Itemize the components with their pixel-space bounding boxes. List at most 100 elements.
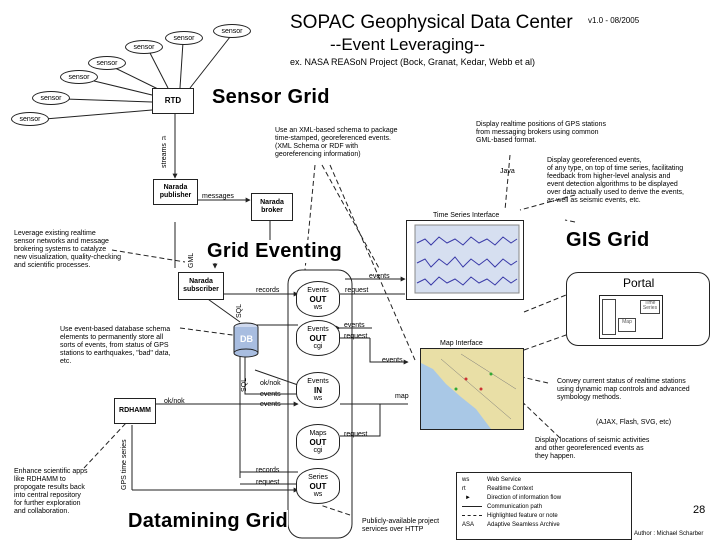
events-edge-label-4: events [344,322,365,329]
sensor-node: sensor [125,40,163,54]
sensor-node: sensor [165,31,203,45]
request-edge-label-2: request [344,333,368,340]
page-title: SOPAC Geophysical Data Center [290,12,573,33]
legend-line-icon [462,506,482,507]
rt-marker: rt [162,135,166,142]
note-line: etc. [60,358,72,365]
service-line2: OUT [309,294,327,304]
note-line: and scientific processes. [14,262,91,269]
page-number: 28 [693,504,706,516]
note-line: using dynamic map controls and advanced [557,386,690,393]
service-line1: Events [307,286,329,294]
note-line: elements to permanently store all [60,334,164,341]
records-edge-label-2: records [256,467,280,474]
sensor-node: sensor [11,112,49,126]
note-line: (XML Schema or RDF with [275,143,358,150]
note-line: feedback from higher-level analysis and [547,173,671,180]
service-line1: Maps [309,429,327,437]
ok-nok-edge-label: ok/nok [260,380,281,387]
note-line: as well as seismic events, etc. [547,197,641,204]
legend-text: Adaptive Seamless Archive [487,522,560,528]
leverage-note: Leverage existing realtime sensor networ… [14,230,121,270]
note-line: and other georeferenced events as [535,445,644,452]
db-label: DB [240,334,253,344]
service-line2: IN [314,385,322,395]
service-line2: OUT [309,481,327,491]
map-interface-title: Map Interface [440,340,483,347]
records-edge-label: records [256,287,280,294]
map-plot [421,349,523,429]
note-line: Display realtime positions of GPS statio… [476,121,606,128]
series-out-ws-service: Series OUT ws [296,468,340,504]
legend-key: ASA [462,522,475,528]
display-locations-note: Display locations of seismic activities … [535,437,649,461]
sql-edge-label: SQL [236,303,243,318]
note-line: over data actually used to derive the ev… [547,189,684,196]
note-line: services over HTTP [362,526,424,533]
note-line: Enhance scientific apps [14,468,88,475]
service-line3: ws [313,394,323,402]
broker-label-1: Narada [260,199,284,206]
note-line: of any type, on top of time series, faci… [547,165,684,172]
map-edge-label: map [395,393,409,400]
sensor-node: sensor [60,70,98,84]
service-line3: ws [313,303,323,311]
note-line: for further exploration [14,500,81,507]
convey-note: Convey current status of realtime statio… [557,378,690,402]
note-line: sorts of events, from status of GPS [60,342,169,349]
gps-time-series-label: GPS time series [121,439,128,490]
events-in-ws-service: Events IN ws [296,372,340,408]
events-edge-label-2: events [260,391,281,398]
xml-schema-note: Use an XML-based schema to package time-… [275,127,398,159]
author-label: Author : Michael Scharber [634,531,704,537]
portal-panel: Portal Time Series Map [566,272,710,346]
legend-key: rt [462,486,466,492]
note-line: symbology methods. [557,394,622,401]
note-line: Convey current status of realtime statio… [557,378,686,385]
project-line: ex. NASA REASoN Project (Bock, Granat, K… [290,57,535,67]
note-line: and collaboration. [14,508,70,515]
publisher-label-2: publisher [159,192,192,199]
sensor-node: sensor [88,56,126,70]
portal-title: Portal [623,276,655,290]
maps-out-cgi-service: Maps OUT cgi [296,424,340,460]
note-line: time-stamped, georeferenced events. [275,135,391,142]
legend-row: ws [462,476,469,484]
request-edge-label-4: request [256,479,280,486]
legend-text: Communication path [487,504,543,510]
note-line: GML-based format. [476,137,537,144]
database-cylinder: DB [233,322,259,358]
rdhamm-label: RDHAMM [119,407,151,414]
gis-grid-label: GIS Grid [566,229,650,251]
service-line1: Events [307,377,329,385]
note-line: Display georeferenced events, [547,157,642,164]
note-line: new visualization, quality-checking [14,254,121,261]
broker-label-2: broker [261,207,283,214]
note-line: they happen. [535,453,576,460]
gml-edge-label: GML [188,252,195,268]
narada-publisher-node: Narada publisher [153,179,198,205]
time-series-interface-panel [406,220,524,300]
time-series-plot [414,224,520,294]
service-line1: Series [308,473,328,481]
publicly-note: Publicly-available project services over… [362,518,439,534]
note-line: sensor networks and message [14,238,109,245]
ajax-note: (AJAX, Flash, SVG, etc) [596,419,672,426]
portal-time-series-box: Time Series [640,300,660,314]
sensor-node: sensor [32,91,70,105]
publisher-label-1: Narada [163,184,188,191]
portal-mock-page: Time Series Map [599,295,663,339]
note-line: Use an XML-based schema to package [275,127,398,134]
note-line: brokering systems to catalyze [14,246,107,253]
legend-text: Highlighted feature or note [487,513,558,519]
display-realtime-note: Display realtime positions of GPS statio… [476,121,606,145]
service-line2: OUT [309,333,327,343]
service-line3: cgi [313,446,323,454]
legend-key: ws [462,477,470,483]
legend-text: Web Service [487,477,521,483]
rtd-node: RTD [152,88,194,114]
rtd-label: RTD [164,96,182,105]
legend-text: Realtime Context [487,486,534,492]
